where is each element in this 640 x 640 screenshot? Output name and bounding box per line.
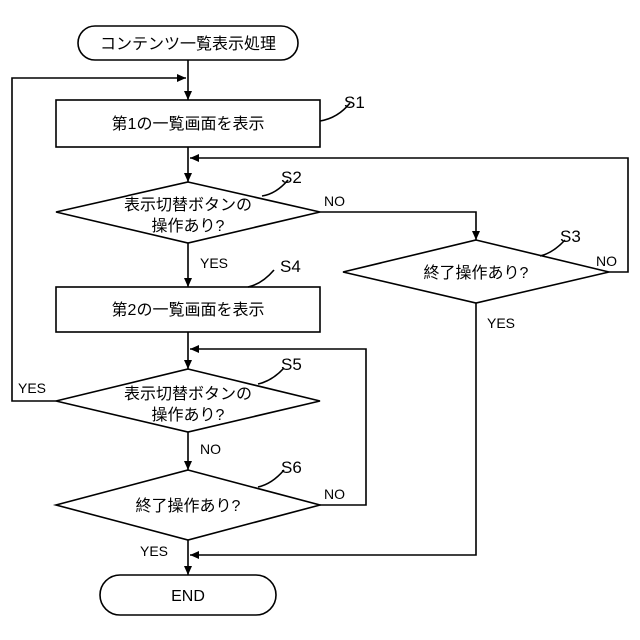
start-node: コンテンツ一覧表示処理 (78, 26, 298, 60)
branch-label-s5-no: NO (200, 441, 221, 457)
decision-end-2-label: 終了操作あり? (136, 497, 241, 515)
step-leader-s4 (248, 270, 274, 287)
branch-label-s3-yes: YES (487, 315, 515, 331)
decision-end-1-label: 終了操作あり? (424, 264, 529, 282)
connector-s2-no-to-s3 (320, 212, 476, 240)
process-show-second-label: 第2の一覧画面を表示 (112, 300, 265, 319)
decision-end-operation-2: 終了操作あり? (56, 470, 320, 540)
step-label-s6: S6 (281, 458, 302, 477)
decision-toggle-1-line2: 操作あり? (152, 217, 225, 235)
branch-label-s2-yes: YES (200, 255, 228, 271)
branch-label-s6-yes: YES (140, 543, 168, 559)
decision-toggle-1-line1: 表示切替ボタンの (124, 196, 252, 214)
decision-toggle-2-line2: 操作あり? (152, 406, 225, 424)
decision-toggle-2-line1: 表示切替ボタンの (124, 385, 252, 403)
step-label-s5: S5 (281, 355, 302, 374)
step-label-s4: S4 (280, 257, 301, 276)
step-label-s2: S2 (281, 168, 302, 187)
end-node: END (100, 575, 276, 615)
step-label-s3: S3 (560, 227, 581, 246)
process-show-first-label: 第1の一覧画面を表示 (112, 114, 265, 133)
step-label-s1: S1 (344, 93, 365, 112)
decision-toggle-button-1: 表示切替ボタンの 操作あり? (56, 182, 320, 243)
branch-label-s6-no: NO (324, 486, 345, 502)
end-label: END (171, 588, 205, 605)
process-show-second-list: 第2の一覧画面を表示 (56, 287, 320, 332)
branch-label-s3-no: NO (596, 253, 617, 269)
process-show-first-list: 第1の一覧画面を表示 (56, 100, 320, 147)
decision-end-operation-1: 終了操作あり? (343, 240, 609, 303)
start-label: コンテンツ一覧表示処理 (100, 34, 276, 53)
branch-label-s5-yes: YES (18, 380, 46, 396)
decision-toggle-button-2: 表示切替ボタンの 操作あり? (56, 369, 320, 432)
branch-label-s2-no: NO (324, 193, 345, 209)
